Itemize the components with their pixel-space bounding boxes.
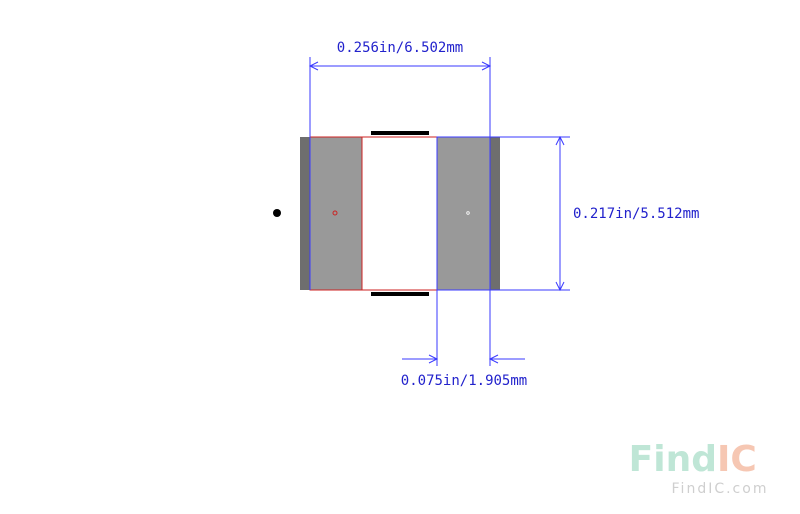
left-pad-center xyxy=(332,210,338,216)
height-arrow-top xyxy=(555,135,565,146)
height-arrow-bottom xyxy=(555,281,565,292)
pad-arrow-left xyxy=(428,354,439,364)
width-label: 0.256in/6.502mm xyxy=(337,40,463,56)
width-arrow-left xyxy=(308,61,319,71)
pad-width-label: 0.075in/1.905mm xyxy=(401,373,527,389)
top-silkscreen-mark xyxy=(371,131,429,135)
height-label: 0.217in/5.512mm xyxy=(573,206,699,222)
bottom-silkscreen-mark xyxy=(371,292,429,296)
right-pad-center xyxy=(466,211,470,215)
watermark-url: FindIC.com xyxy=(672,481,769,497)
pin1-marker xyxy=(273,209,281,217)
pad-arrow-right xyxy=(488,354,499,364)
watermark-logo-right: IC xyxy=(717,439,757,480)
left-pad xyxy=(310,137,362,290)
left-body-edge xyxy=(300,137,310,290)
right-body-edge xyxy=(490,137,500,290)
right-pad xyxy=(437,137,490,290)
watermark-logo-left: Find xyxy=(629,439,717,480)
width-arrow-right xyxy=(481,61,492,71)
